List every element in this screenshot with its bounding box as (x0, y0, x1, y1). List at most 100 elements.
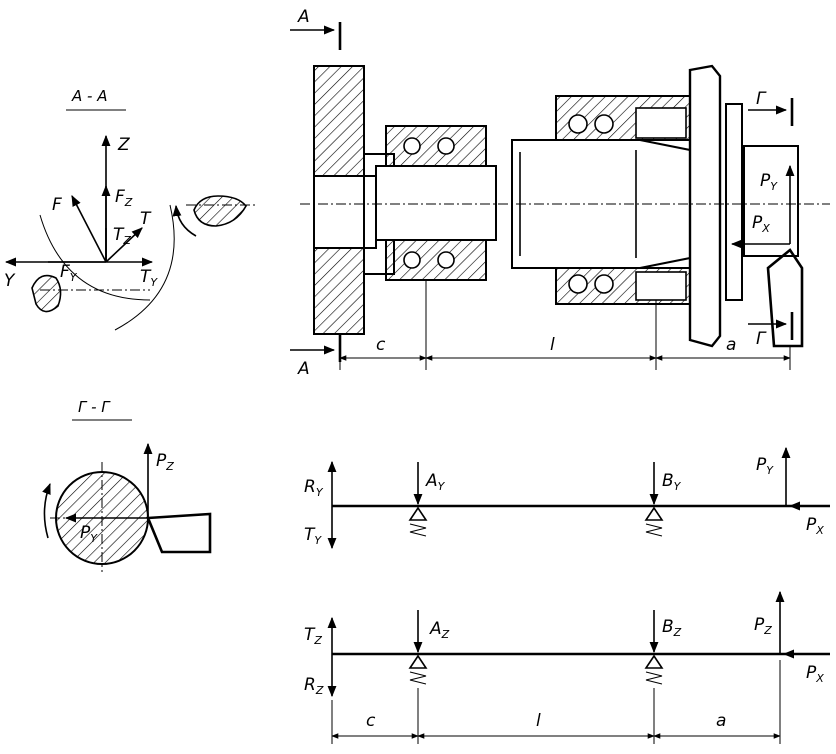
force-tz-sub: Z (122, 234, 131, 247)
svg-text:BY: BY (662, 471, 682, 493)
force-f-arrow (71, 195, 107, 263)
gear-hub (313, 175, 377, 249)
rotation-arrow-a (172, 204, 197, 237)
force-t-label: T (140, 209, 152, 229)
force-ay-label: A (425, 471, 438, 491)
svg-text:PX: PX (806, 515, 824, 537)
beam-diagram-z: TZ RZ AZ BZ PZ PX c l a (304, 590, 830, 744)
pitch-arc-outer (114, 204, 175, 331)
cutting-tool (766, 248, 804, 348)
force-py-label-beam: P (756, 455, 767, 475)
section-g-mark-bottom: Г (756, 329, 767, 349)
force-rz-label: R (304, 675, 316, 695)
force-pz-sub-g: Z (165, 460, 174, 473)
svg-text:FZ: FZ (115, 187, 133, 209)
svg-text:BZ: BZ (662, 617, 682, 639)
force-fy-label: F (60, 262, 70, 282)
force-tz-sub-beam: Z (313, 634, 322, 647)
cutting-tool-g (146, 512, 212, 554)
dim-c-label-beam: c (366, 711, 376, 731)
section-a-mark-top: A (297, 7, 310, 27)
support-a-z (408, 654, 428, 669)
rotation-arrow-g (42, 482, 51, 539)
force-t-arrow (105, 227, 143, 263)
force-rz-sub: Z (315, 684, 324, 697)
svg-text:TY: TY (140, 267, 158, 289)
force-tz-label-beam: T (304, 625, 316, 645)
force-pz-label-g: P (156, 451, 167, 471)
force-ry-sub: Y (316, 486, 324, 499)
section-g-g: Г - Г PZ PY (42, 398, 212, 572)
force-tz-label: T (113, 225, 125, 245)
faceplate (688, 64, 722, 348)
svg-text:PX: PX (752, 213, 770, 235)
section-g-mark-top: Г (756, 89, 767, 109)
svg-text:PZ: PZ (156, 451, 174, 473)
mating-tooth-profile (193, 195, 247, 227)
force-pz-label-beam: P (754, 615, 765, 635)
force-px-sub-beam-y: X (815, 524, 824, 537)
force-bz-sub: Z (673, 626, 682, 639)
force-px-label-beam-y: P (806, 515, 817, 535)
section-a-title: A - A (71, 87, 107, 105)
force-px-label-beam-z: P (806, 663, 817, 683)
svg-text:AY: AY (425, 471, 446, 493)
svg-text:PY: PY (760, 171, 778, 193)
force-px-sub-asm: X (761, 222, 770, 235)
force-py-label-asm: P (760, 171, 771, 191)
beam-diagram-y: RY TY AY BY PY PX (304, 446, 830, 550)
support-a-y (408, 506, 428, 521)
dim-l-label-asm: l (550, 335, 555, 355)
pitch-arc-inner (39, 214, 151, 301)
force-pz-sub-beam: Z (763, 624, 772, 637)
spindle-shaft (375, 165, 497, 241)
force-ty-label-beam: T (304, 525, 316, 545)
axis-z-label: Z (117, 135, 130, 155)
dim-a-label-beam: a (716, 711, 726, 731)
spindle-assembly: A A (290, 7, 830, 379)
svg-text:PY: PY (80, 523, 98, 545)
force-by-sub: Y (674, 480, 682, 493)
force-py-sub-g: Y (90, 532, 98, 545)
section-a-mark-bottom: A (297, 359, 310, 379)
svg-text:AZ: AZ (429, 619, 450, 641)
force-py-label-g: P (80, 523, 91, 543)
chuck-jaw (725, 103, 743, 301)
force-az-sub: Z (441, 628, 450, 641)
force-px-label-asm: P (752, 213, 763, 233)
front-bearing-bottom (385, 239, 487, 281)
force-fz-label: F (115, 187, 125, 207)
svg-text:TZ: TZ (304, 625, 322, 647)
dim-l-label-beam: l (536, 711, 541, 731)
force-f-label: F (52, 195, 62, 215)
dim-c-label-asm: c (376, 335, 386, 355)
force-px-sub-beam-z: X (815, 672, 824, 685)
axis-y-label: Y (4, 271, 16, 291)
svg-text:PY: PY (756, 455, 774, 477)
svg-text:FY: FY (60, 262, 78, 284)
svg-text:TY: TY (304, 525, 322, 547)
force-ty-sub: Y (150, 276, 158, 289)
force-fz-sub: Z (124, 196, 133, 209)
svg-text:PZ: PZ (754, 615, 772, 637)
force-py-sub-asm: Y (770, 180, 778, 193)
force-by-label: B (662, 471, 674, 491)
force-ty-sub-beam: Y (314, 534, 322, 547)
force-fy-sub: Y (70, 271, 78, 284)
support-b-z (644, 654, 664, 669)
force-bz-label: B (662, 617, 674, 637)
force-az-label: A (429, 619, 442, 639)
workpiece (743, 145, 799, 257)
gear-tooth-profile (31, 274, 62, 313)
force-ay-sub: Y (438, 480, 446, 493)
section-g-title: Г - Г (78, 398, 111, 416)
svg-text:PX: PX (806, 663, 824, 685)
section-a-a: A - A Z Y F FZ FY T TZ TY (4, 87, 256, 331)
svg-text:RZ: RZ (304, 675, 324, 697)
force-ty-label: T (140, 267, 152, 287)
force-ry-label: R (304, 477, 316, 497)
svg-text:TZ: TZ (113, 225, 131, 247)
support-b-y (644, 506, 664, 521)
svg-text:RY: RY (304, 477, 324, 499)
